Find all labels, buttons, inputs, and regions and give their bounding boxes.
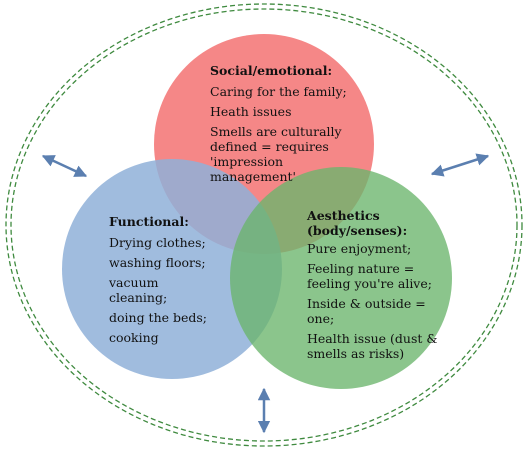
outer-ring-outer: [5, 3, 523, 447]
aesthetics-item-4: Health issue (dust & smells as risks): [307, 331, 438, 361]
social-emotional-block: Social/emotional: Caring for the family;…: [210, 63, 360, 184]
aesthetics-circle: [230, 167, 452, 389]
aesthetics-item-3: Inside & outside = one;: [307, 296, 426, 326]
functional-item-4: doing the beds;: [109, 310, 208, 325]
functional-title: Functional:: [109, 214, 189, 229]
aesthetics-title: Aesthetics (body/senses):: [307, 208, 408, 238]
aesthetics-block: Aesthetics (body/senses): Pure enjoyment…: [307, 208, 457, 361]
functional-circle: [62, 159, 282, 379]
aesthetics-item-2: Feeling nature = feeling you're alive;: [307, 261, 432, 291]
functional-block: Functional: Drying clothes; washing floo…: [109, 214, 219, 345]
arrow-left: [41, 154, 88, 178]
outer-ring-inner: [10, 8, 518, 442]
functional-item-1: Drying clothes;: [109, 235, 206, 250]
functional-item-5: cooking: [109, 330, 159, 345]
social-item-3: Smells are culturally defined = requires…: [210, 124, 342, 184]
functional-item-2: washing floors;: [109, 255, 206, 270]
social-emotional-title: Social/emotional:: [210, 63, 333, 78]
social-item-2: Heath issues: [210, 104, 292, 119]
arrow-right: [430, 153, 490, 177]
functional-item-3: vacuum cleaning;: [109, 275, 168, 305]
aesthetics-item-1: Pure enjoyment;: [307, 241, 412, 256]
social-item-1: Caring for the family;: [210, 84, 347, 99]
